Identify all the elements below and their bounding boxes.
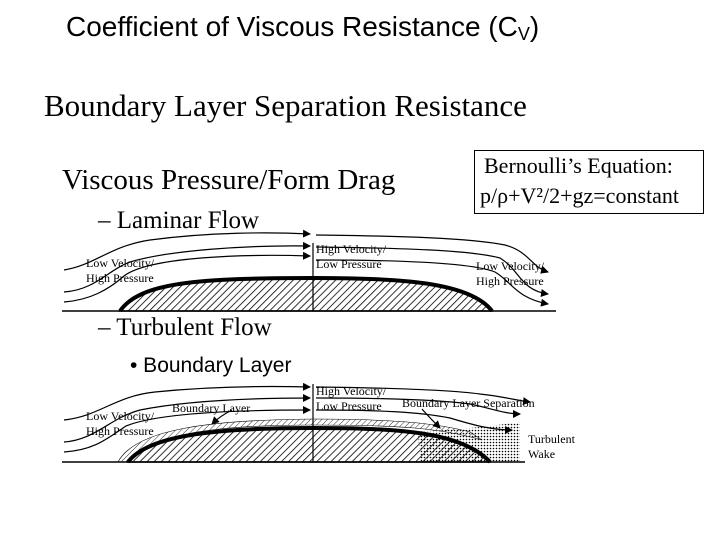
laminar-streamline-right-middle bbox=[315, 246, 549, 297]
turbulent-left-line1: Low Velocity/ bbox=[86, 409, 155, 423]
page-title: Coefficient of Viscous Resistance (CV) bbox=[66, 11, 539, 45]
turbulent-streamline-middle bbox=[63, 394, 311, 443]
laminar-streamline-right-outer bbox=[315, 234, 549, 274]
laminar-streamline-inner bbox=[63, 251, 311, 303]
laminar-mid-line1: High Velocity/ bbox=[316, 242, 387, 256]
bullet-boundary-layer: • Boundary Layer bbox=[130, 354, 292, 377]
bullet-turbulent-flow: – Turbulent Flow bbox=[98, 314, 272, 341]
separation-pointer-arrow bbox=[421, 408, 441, 429]
turbulent-streamline-right-middle bbox=[315, 397, 521, 418]
slide-subtitle: Boundary Layer Separation Resistance bbox=[44, 88, 527, 123]
laminar-diagram bbox=[62, 229, 556, 313]
laminar-hull-outline bbox=[118, 275, 494, 313]
equation-title: Bernoulli’s Equation: bbox=[484, 153, 673, 178]
turbulent-label-separation: Boundary Layer Separation bbox=[402, 396, 535, 410]
title-text: Coefficient of Viscous Resistance (C bbox=[66, 11, 518, 42]
title-close: ) bbox=[529, 11, 540, 42]
turbulent-wake-line1: Turbulent bbox=[528, 432, 575, 446]
bullet-laminar-flow: – Laminar Flow bbox=[98, 207, 260, 234]
turbulent-streamline-right-outer bbox=[315, 386, 531, 406]
turbulent-boundary-layer-band bbox=[117, 418, 483, 463]
equation-box bbox=[474, 150, 704, 214]
turbulent-streamline-inner bbox=[63, 406, 311, 453]
turbulent-streamline-right-inner bbox=[315, 409, 513, 434]
equation-formula: p/ρ+V²/2+gz=constant bbox=[480, 183, 679, 208]
laminar-left-line2: High Pressure bbox=[86, 271, 154, 285]
turbulent-streamline-outer bbox=[63, 382, 311, 421]
bullet-viscous-drag: Viscous Pressure/Form Drag bbox=[62, 164, 396, 196]
turbulent-label-wake: Turbulent Wake bbox=[528, 432, 575, 462]
turbulent-wake-line2: Wake bbox=[528, 447, 556, 461]
laminar-streamline-right-inner bbox=[315, 259, 549, 307]
title-subscript: V bbox=[517, 24, 530, 44]
boundary-layer-pointer-arrow bbox=[211, 409, 233, 425]
laminar-streamline-outer bbox=[63, 229, 311, 271]
laminar-streamline-middle bbox=[63, 241, 311, 293]
turbulent-diagram bbox=[62, 382, 531, 464]
